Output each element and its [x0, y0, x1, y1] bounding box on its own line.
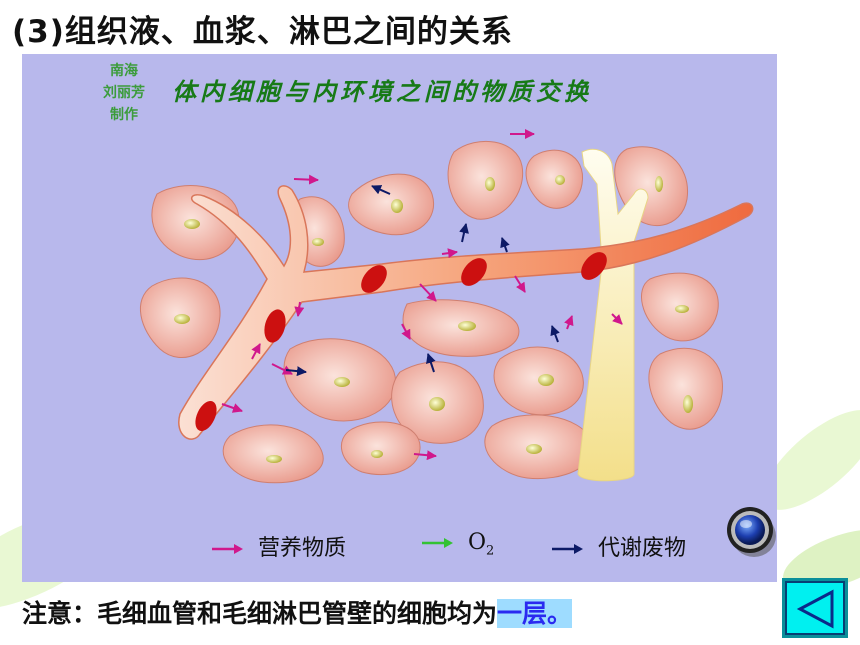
tissue-cell [341, 421, 421, 476]
tissue-cell [447, 140, 524, 220]
legend-label: 代谢废物 [598, 536, 687, 561]
diagram-title: 体内细胞与内环境之间的物质交换 [172, 77, 592, 106]
legend: 营养物质 O2 代谢废物 [210, 524, 770, 574]
cell-nucleus [334, 377, 350, 387]
cell-nucleus [391, 199, 403, 213]
play-icon[interactable] [724, 504, 778, 558]
legend-item-waste: 代谢废物 [550, 530, 686, 562]
cell-nucleus [683, 395, 693, 413]
author-credit: 南海 刘丽芳 制作 [84, 60, 164, 126]
red-blood-cell [461, 258, 487, 286]
credit-line: 南海 [110, 63, 138, 79]
legend-label: 营养物质 [258, 536, 347, 561]
red-blood-cell [264, 309, 286, 343]
cell-nucleus [266, 455, 282, 463]
page-heading: (3)组织液、血浆、淋巴之间的关系 [12, 14, 513, 50]
nutrient-arrows [221, 129, 623, 461]
cell-nucleus [458, 321, 476, 331]
credit-line: 刘丽芳 [103, 85, 145, 101]
legend-item-oxygen: O2 [420, 530, 494, 558]
blood-capillary [178, 185, 754, 440]
cell-nucleus [526, 444, 542, 454]
cell-nuclei [174, 175, 693, 463]
red-blood-cells [195, 252, 607, 431]
notice-main: 注意：毛细血管和毛细淋巴管壁的细胞均为 [22, 599, 498, 628]
tissue-cells [139, 140, 723, 484]
red-blood-cell [361, 265, 387, 293]
cell-nucleus [184, 219, 200, 229]
legend-item-nutrients: 营养物质 [210, 530, 346, 562]
red-blood-cell [195, 401, 217, 431]
tissue-cell [348, 173, 434, 236]
red-blood-cell [581, 252, 607, 280]
legend-label: O [468, 530, 487, 555]
notice-text: 注意：毛细血管和毛细淋巴管壁的细胞均为一层。 [22, 594, 573, 630]
credit-line: 制作 [110, 107, 138, 123]
back-button-face [785, 581, 845, 635]
green-arrow-icon [422, 538, 453, 548]
magenta-arrow-icon [212, 544, 243, 554]
legend-subscript: 2 [486, 543, 495, 559]
cell-nucleus [675, 305, 689, 313]
navy-arrow-icon [552, 544, 583, 554]
waste-arrows [285, 185, 560, 377]
cell-nucleus [485, 177, 495, 191]
tissue-cell [525, 149, 583, 209]
cell-nucleus [312, 238, 324, 246]
tissue-cell [222, 424, 324, 484]
cell-nucleus [429, 397, 445, 411]
notice-highlight: 一层。 [497, 599, 573, 628]
cell-nucleus [655, 176, 663, 192]
cell-nucleus [555, 175, 565, 185]
cell-nucleus [371, 450, 383, 458]
cell-nucleus [174, 314, 190, 324]
back-button[interactable] [782, 578, 848, 638]
diagram-panel: 南海 刘丽芳 制作 体内细胞与内环境之间的物质交换 营养物质 O2 代谢废物 [22, 54, 777, 582]
tissue-cell [648, 347, 723, 430]
cell-nucleus [538, 374, 554, 386]
back-triangle-icon [796, 589, 834, 629]
exchange-diagram [139, 129, 754, 484]
